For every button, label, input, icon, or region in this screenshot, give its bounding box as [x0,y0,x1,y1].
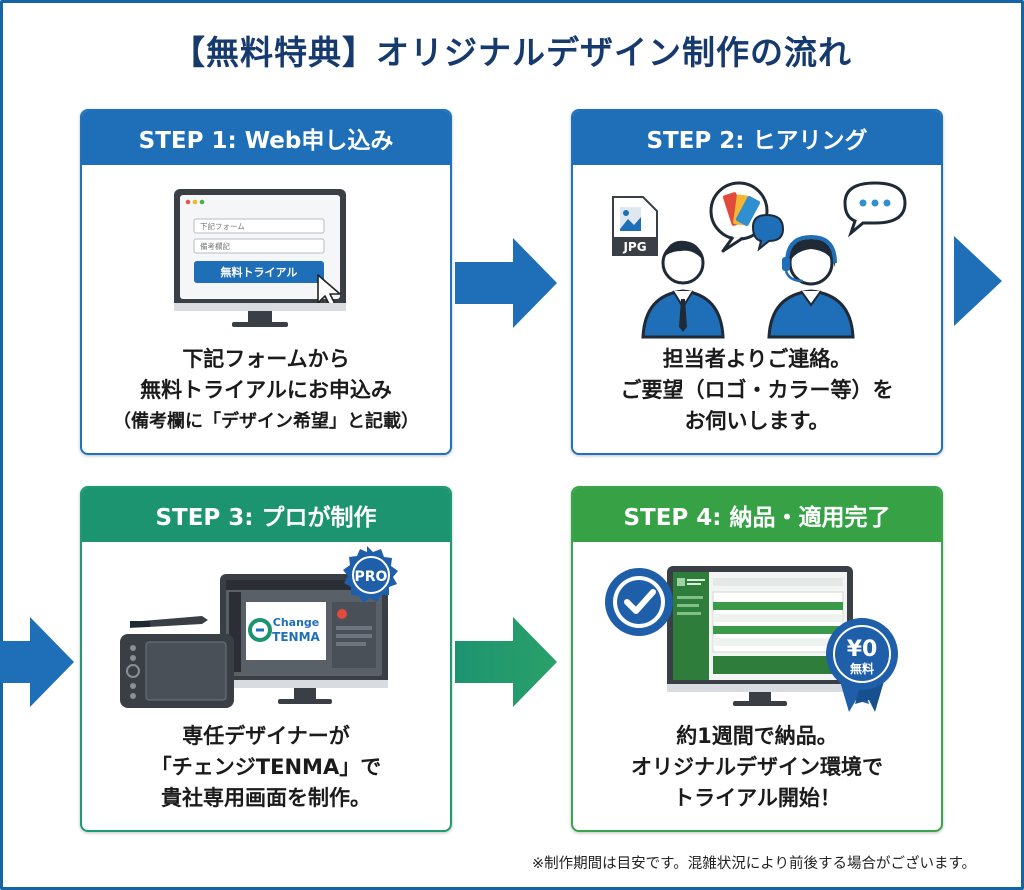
arrow-right-icon [455,238,557,328]
form-trial-button: 無料トライアル [221,265,298,279]
step-4-line-3: トライアル開始！ [673,786,841,810]
step-1-line-3: （備考欄に「デザイン希望」と記載） [113,411,419,432]
web-form-monitor-icon: 下記フォーム 備考欄記 無料トライアル [174,189,346,327]
step-1-card: STEP 1: Web申し込み 下記フォーム 備考欄記 無料トライアル 下記フォ… [80,109,452,455]
step-4-line-1: 約1週間で納品。 [676,724,838,748]
step-4-header: STEP 4: 納品・適用完了 [573,488,941,542]
designer-workstation-icon: Change TENMA PRO [120,546,398,708]
price-badge-sub: 無料 [850,661,874,676]
step-2-line-1: 担当者よりご連絡。 [662,347,852,371]
step-4-card: STEP 4: 納品・適用完了 [571,486,943,832]
step-1-description: 下記フォームから 無料トライアルにお申込み （備考欄に「デザイン希望」と記載） [82,344,450,437]
hearing-people-icon: JPG [612,181,907,339]
jpg-file-label: JPG [622,240,646,254]
step-2-line-3: お伺いします。 [684,409,830,433]
step-3-card: STEP 3: プロが制作 Change TENMA P [80,486,452,832]
step-3-illustration: Change TENMA PRO [82,544,450,724]
step-2-illustration: JPG [573,167,941,347]
check-badge-icon [605,568,673,636]
step-4-description: 約1週間で納品。 オリジナルデザイン環境で トライアル開始！ [573,721,941,814]
step-4-illustration: ¥0 無料 [573,544,941,724]
step-2-header: STEP 2: ヒアリング [573,111,941,165]
step-1-illustration: 下記フォーム 備考欄記 無料トライアル [82,167,450,347]
step-2-card: STEP 2: ヒアリング JPG [571,109,943,455]
step-4-line-2: オリジナルデザイン環境で [631,755,883,779]
step-3-header: STEP 3: プロが制作 [82,488,450,542]
step-3-description: 専任デザイナーが 「チェンジTENMA」で 貴社専用画面を制作。 [82,721,450,814]
step-3-line-1: 専任デザイナーが [182,724,350,748]
page-title: 【無料特典】オリジナルデザイン制作の流れ [172,33,852,72]
arrow-right-teal-icon [455,617,557,707]
footnote: ※制作期間は目安です。混雑状況により前後する場合がございます。 [532,856,976,872]
logo-line-2: TENMA [272,630,320,644]
step-3-line-2: 「チェンジTENMA」で [150,755,382,779]
step-2-description: 担当者よりご連絡。 ご要望（ロゴ・カラー等）を お伺いします。 [573,344,941,437]
delivery-monitor-icon: ¥0 無料 [605,566,898,712]
price-badge-value: ¥0 [847,637,878,662]
free-price-badge-icon: ¥0 無料 [826,618,898,712]
pro-badge-label: PRO [355,569,388,585]
pro-badge-icon: PRO [343,546,398,603]
arrow-right-edge-icon [954,236,1002,326]
step-1-header: STEP 1: Web申し込み [82,111,450,165]
form-field-2: 備考欄記 [200,241,230,251]
step-1-line-2: 無料トライアルにお申込み [140,378,392,402]
step-1-line-1: 下記フォームから [182,347,350,371]
form-field-1: 下記フォーム [200,221,245,231]
arrow-left-edge-icon [0,617,74,707]
logo-line-1: Change [273,616,320,629]
step-3-line-3: 貴社専用画面を制作。 [161,786,371,810]
step-2-line-2: ご要望（ロゴ・カラー等）を [620,378,894,402]
